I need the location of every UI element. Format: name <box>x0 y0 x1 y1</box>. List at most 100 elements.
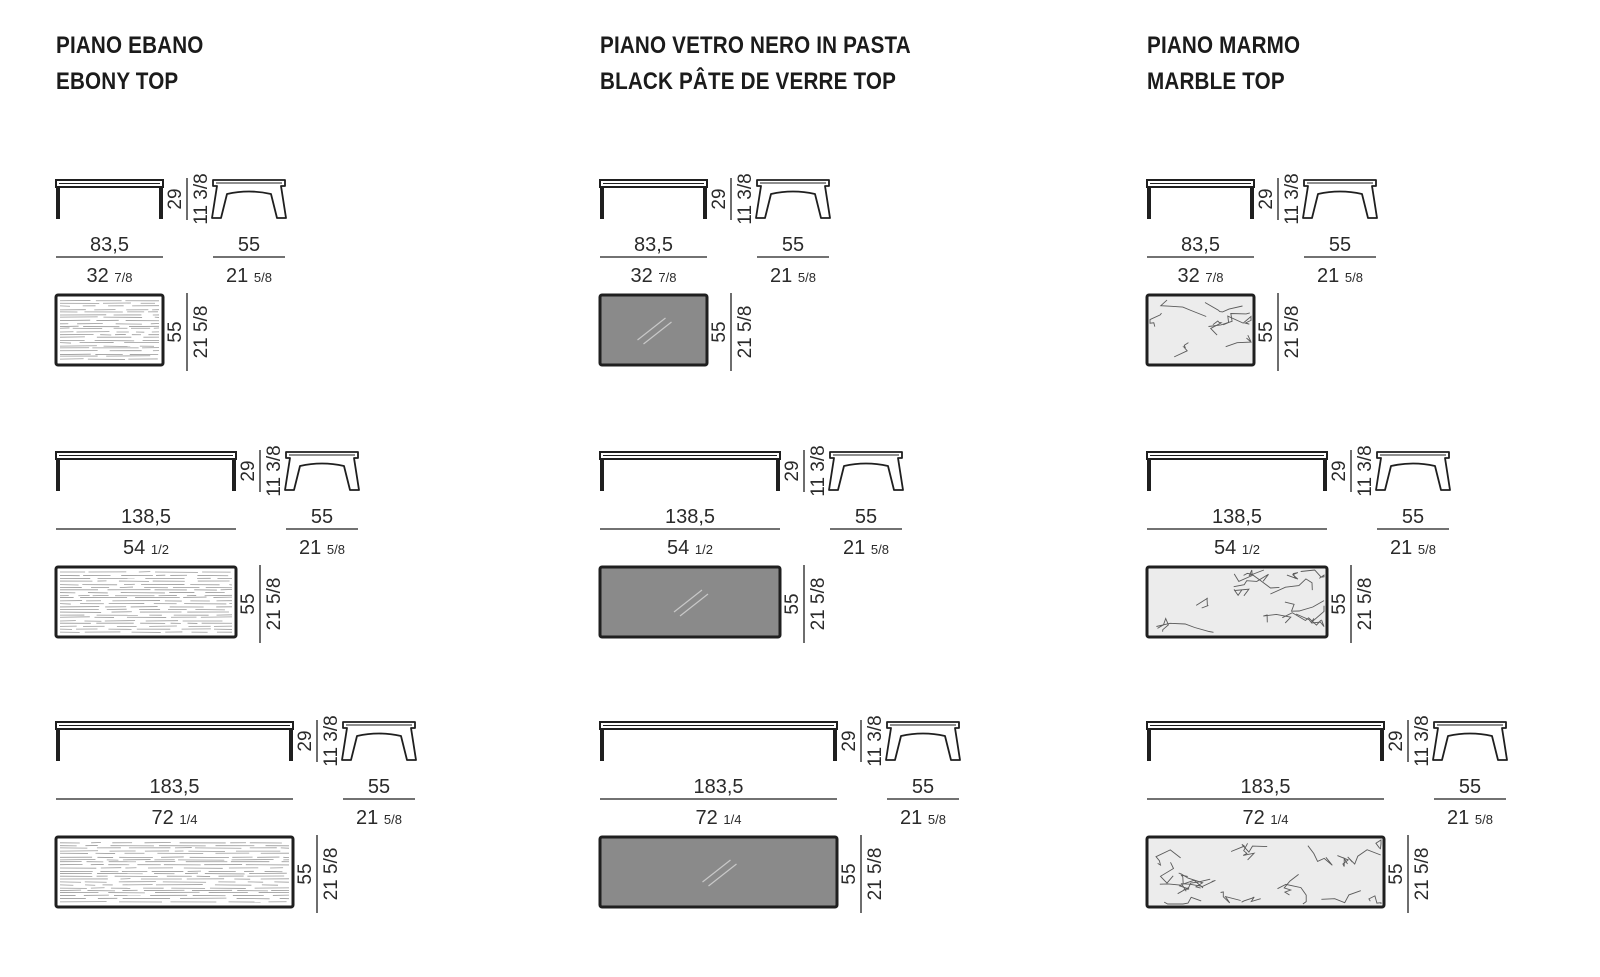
marble-vein <box>1159 883 1190 891</box>
dimension-inches: 72 1/4 <box>696 807 742 829</box>
dimension-cm: 29 <box>782 460 803 481</box>
inch-whole: 21 <box>900 807 928 829</box>
inch-whole: 54 <box>123 537 151 559</box>
inch-fraction: 5/8 <box>798 270 816 285</box>
marble-vein <box>1149 312 1162 327</box>
header-italian: PIANO MARMO <box>1147 32 1301 59</box>
dimension-inches: 21 5/8 <box>226 265 272 287</box>
marble-vein <box>1223 315 1252 326</box>
dimension-inches: 21 5/8 <box>1412 848 1433 901</box>
glass-reflection-line <box>708 863 737 887</box>
dimension-inches: 21 5/8 <box>900 807 946 829</box>
marble-vein <box>1204 302 1243 313</box>
dimension-cm: 55 <box>368 776 390 798</box>
marble-vein <box>1230 844 1268 853</box>
dimension-inches: 11 3/8 <box>1412 715 1433 766</box>
inch-fraction: 1/4 <box>179 812 197 827</box>
inch-fraction: 7/8 <box>114 270 132 285</box>
dimension-inches: 11 3/8 <box>808 445 829 496</box>
marble-vein <box>1282 612 1322 626</box>
marble-vein <box>1178 872 1204 889</box>
inch-whole: 32 <box>87 265 115 287</box>
side-profile <box>1302 179 1378 219</box>
dimension-cm: 55 <box>1402 506 1424 528</box>
inch-fraction: 5/8 <box>254 270 272 285</box>
elevation-leg-left <box>600 459 604 491</box>
inch-whole: 21 <box>1390 537 1418 559</box>
dimension-inches: 21 5/8 <box>321 848 342 901</box>
dimension-cm: 29 <box>238 460 259 481</box>
inch-fraction: 5/8 <box>1345 270 1363 285</box>
dimension-inches: 32 7/8 <box>87 265 133 287</box>
marble-vein <box>1284 600 1325 612</box>
dimension-inches: 21 5/8 <box>264 578 285 631</box>
inch-fraction: 7/8 <box>658 270 676 285</box>
dimension-cm: 55 <box>311 506 333 528</box>
elevation-leg-right <box>159 187 163 219</box>
elevation-leg-left <box>1147 729 1151 761</box>
marble-vein <box>1163 896 1202 905</box>
dimension-inches: 54 1/2 <box>667 537 713 559</box>
dimension-cm: 183,5 <box>149 776 199 798</box>
dimension-inches: 21 5/8 <box>808 578 829 631</box>
marble-vein <box>1220 891 1241 904</box>
inch-fraction: 1/2 <box>151 542 169 557</box>
header-english: EBONY TOP <box>56 68 179 95</box>
marble-vein <box>1286 572 1299 580</box>
inch-whole: 21 <box>843 537 871 559</box>
dimension-cm: 55 <box>238 593 259 614</box>
dimension-inches: 11 3/8 <box>1282 173 1303 224</box>
side-profile <box>755 179 831 219</box>
side-profile <box>341 721 417 761</box>
elevation-leg-left <box>600 729 604 761</box>
dimension-cm: 83,5 <box>1181 234 1220 256</box>
inch-whole: 21 <box>770 265 798 287</box>
dimension-cm: 29 <box>1329 460 1350 481</box>
dimension-inches: 21 5/8 <box>1355 578 1376 631</box>
marble-vein <box>1177 878 1211 895</box>
dimension-cm: 55 <box>709 321 730 342</box>
inch-whole: 54 <box>1214 537 1242 559</box>
inch-fraction: 5/8 <box>1418 542 1436 557</box>
marble-vein <box>1311 605 1325 623</box>
dimension-cm: 55 <box>1256 321 1277 342</box>
elevation-leg-right <box>232 459 236 491</box>
dimension-cm: 183,5 <box>693 776 743 798</box>
plan-marble-top <box>1145 293 1256 367</box>
dimension-inches: 21 5/8 <box>865 848 886 901</box>
inch-whole: 21 <box>299 537 327 559</box>
plan-glass-top <box>598 835 839 909</box>
elevation-leg-right <box>833 729 837 761</box>
side-profile <box>211 179 287 219</box>
side-profile <box>1375 451 1451 491</box>
plan-marble-top <box>1145 565 1329 639</box>
marble-vein <box>1243 317 1252 325</box>
marble-vein <box>1337 855 1350 867</box>
elevation-leg-right <box>1323 459 1327 491</box>
column-header: PIANO EBANO EBONY TOP <box>56 28 204 100</box>
marble-vein <box>1233 569 1265 582</box>
marble-vein <box>1241 896 1261 903</box>
inch-fraction: 1/2 <box>695 542 713 557</box>
inch-whole: 72 <box>696 807 724 829</box>
glass-reflection-line <box>673 589 703 613</box>
elevation-leg-right <box>1380 729 1384 761</box>
dimension-cm: 55 <box>238 234 260 256</box>
dimension-inches: 21 5/8 <box>356 807 402 829</box>
dimension-cm: 55 <box>1329 593 1350 614</box>
dimension-cm: 138,5 <box>1212 506 1262 528</box>
dimension-cm: 55 <box>1329 234 1351 256</box>
side-profile <box>1432 721 1508 761</box>
dimension-cm: 55 <box>782 234 804 256</box>
header-italian: PIANO EBANO <box>56 32 204 59</box>
inch-whole: 54 <box>667 537 695 559</box>
dimension-inches: 72 1/4 <box>152 807 198 829</box>
elevation-leg-left <box>56 729 60 761</box>
marble-vein <box>1155 849 1181 867</box>
